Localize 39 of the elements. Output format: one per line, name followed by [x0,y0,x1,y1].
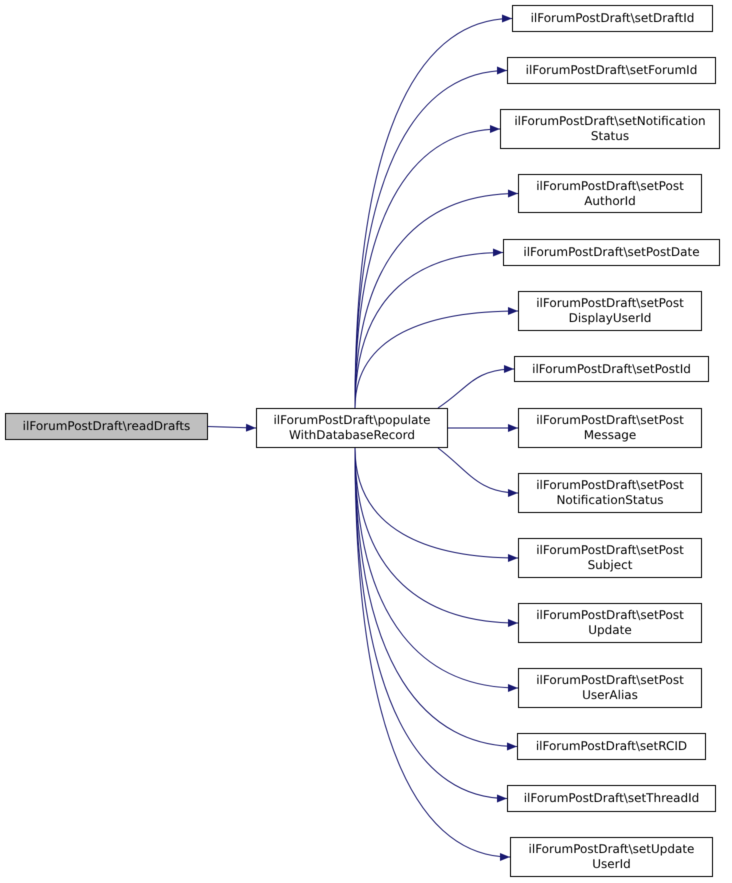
function-box [518,538,702,578]
function-name: ilForumPostDraft\setPost Message [535,413,685,443]
function-name: ilForumPostDraft\setPost Update [535,608,685,638]
function-name: ilForumPostDraft\readDrafts [22,419,190,434]
function-name: ilForumPostDraft\setPost AuthorId [535,178,685,208]
function-name: ilForumPostDraft\setPost Subject [535,543,685,573]
function-name: ilForumPostDraft\setPost DisplayUserId [535,296,685,326]
function-name: ilForumPostDraft\setPost UserAlias [535,673,685,703]
function-box [517,733,706,760]
function-box [507,785,716,812]
function-name: ilForumPostDraft\setDraftId [530,11,694,26]
function-box [518,668,702,708]
function-box [510,837,713,877]
function-box [256,408,448,448]
function-name: ilForumPostDraft\setUpdate UserId [528,842,696,872]
function-box [518,473,702,513]
call-arrow [438,448,518,496]
function-name: ilForumPostDraft\setForumId [526,63,698,78]
function-name: ilForumPostDraft\setRCID [536,739,688,754]
function-name: ilForumPostDraft\setPostId [532,362,691,376]
function-box [514,356,709,382]
call-arrow [208,424,256,432]
function-box [518,174,702,213]
call-arrow [438,365,514,408]
function-name: ilForumPostDraft\setPostDate [523,245,700,260]
function-box [500,109,720,149]
function-box [518,408,702,448]
function-name: ilForumPostDraft\setThreadId [524,791,700,806]
call-arrow [448,424,518,432]
function-box [507,57,716,84]
call-arrow [354,307,518,408]
function-box [518,291,702,331]
function-box [518,603,702,643]
function-box [512,5,713,32]
function-name: ilForumPostDraft\populate WithDatabaseRecord [272,413,432,443]
function-box [5,413,208,440]
function-name: ilForumPostDraft\setPost NotificationStatus [535,478,685,508]
function-box [503,239,720,266]
function-name: ilForumPostDraft\setNotification Status [513,114,707,144]
